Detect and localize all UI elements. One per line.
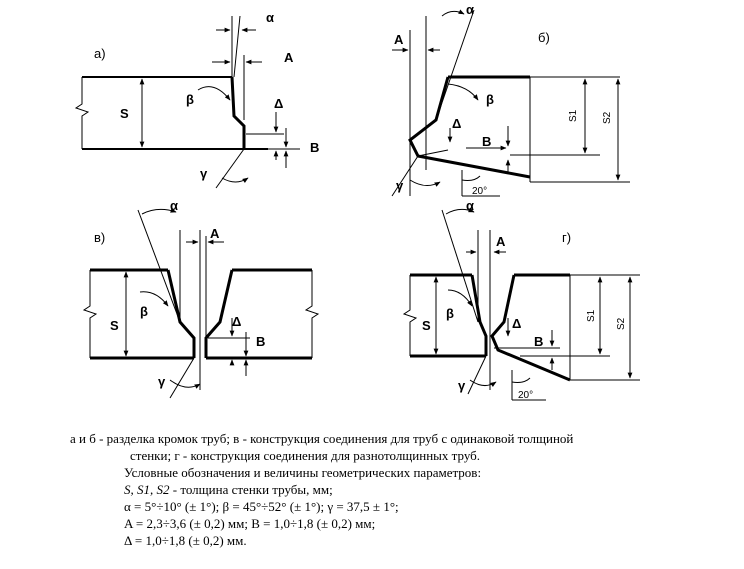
label-a: а) xyxy=(94,46,106,61)
label-b-A: A xyxy=(394,32,404,47)
label-b-delta: Δ xyxy=(452,116,461,131)
label-g-20deg: 20° xyxy=(518,390,533,401)
caption-line-7: Δ = 1,0÷1,8 (± 0,2) мм. xyxy=(124,533,247,548)
caption-line-6: A = 2,3÷3,6 (± 0,2) мм; B = 1,0÷1,8 (± 0… xyxy=(124,516,376,531)
label-v-delta: Δ xyxy=(232,314,241,329)
label-b-B: B xyxy=(482,134,491,149)
figure-v xyxy=(82,208,320,399)
label-S: S xyxy=(120,106,129,121)
label-v-beta: β xyxy=(140,304,148,319)
label-gamma: γ xyxy=(200,166,208,181)
label-g-alpha: α xyxy=(466,198,474,213)
label-b-S1: S1 xyxy=(568,109,579,122)
label-B: B xyxy=(310,140,319,155)
label-b-gamma: γ xyxy=(396,178,404,193)
figure-b xyxy=(391,9,630,197)
caption-thickness-vars: S, S1, S2 xyxy=(124,482,170,497)
caption-thickness-text: - толщина стенки трубы, мм; xyxy=(169,482,333,497)
label-g-A: A xyxy=(496,234,506,249)
label-g-S: S xyxy=(422,318,431,333)
label-b-S2: S2 xyxy=(602,111,613,124)
label-g: г) xyxy=(562,230,571,245)
label-b-beta: β xyxy=(486,92,494,107)
label-g-gamma: γ xyxy=(458,378,466,393)
label-g-S1: S1 xyxy=(586,309,597,322)
label-g-S2: S2 xyxy=(616,317,627,330)
label-beta: β xyxy=(186,92,194,107)
caption-line-5: α = 5°÷10° (± 1°); β = 45°÷52° (± 1°); γ… xyxy=(124,499,399,514)
label-v-S: S xyxy=(110,318,119,333)
label-v-gamma: γ xyxy=(158,374,166,389)
figure-g xyxy=(402,207,640,401)
label-A: A xyxy=(284,50,294,65)
label-v-B: B xyxy=(256,334,265,349)
label-b-alpha: α xyxy=(466,2,474,17)
label-v-alpha: α xyxy=(170,198,178,213)
caption-line-4: S, S1, S2 - толщина стенки трубы, мм; xyxy=(124,481,333,498)
caption-line-3: Условные обозначения и величины геометри… xyxy=(124,465,482,480)
label-b: б) xyxy=(538,30,550,45)
weld-preparation-diagram: а) S α A β Δ B γ xyxy=(74,2,640,401)
figure-a xyxy=(74,15,300,189)
label-g-beta: β xyxy=(446,306,454,321)
caption-line-2: стенки; г - конструкция соединения для р… xyxy=(130,448,481,463)
label-b-20deg: 20° xyxy=(472,186,487,197)
label-delta: Δ xyxy=(274,96,283,111)
label-v: в) xyxy=(94,230,105,245)
label-v-A: A xyxy=(210,226,220,241)
label-g-B: B xyxy=(534,334,543,349)
caption-line-1: а и б - разделка кромок труб; в - констр… xyxy=(70,431,574,446)
label-alpha: α xyxy=(266,10,274,25)
label-g-delta: Δ xyxy=(512,316,521,331)
